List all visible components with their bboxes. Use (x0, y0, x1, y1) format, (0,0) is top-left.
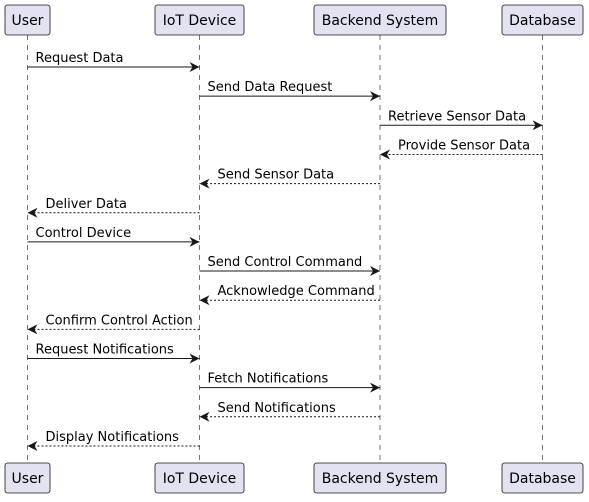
message-label: Request Notifications (36, 343, 175, 358)
participants-top: User IoT Device Backend System Database (4, 4, 584, 36)
message-label: Control Device (36, 226, 132, 241)
participant-box (313, 4, 447, 36)
participant-box (501, 462, 584, 494)
message: Send Sensor Data (199, 168, 380, 189)
message: Provide Sensor Data (380, 138, 543, 160)
message: Fetch Notifications (199, 372, 380, 393)
participant-iot-top: IoT Device (154, 4, 245, 36)
participant-user-top: User (4, 4, 51, 36)
message-label: Retrieve Sensor Data (388, 109, 526, 124)
participant-label: User (12, 471, 44, 487)
participant-backend-top: Backend System (313, 4, 447, 36)
participant-label: Backend System (322, 13, 439, 29)
participants-bottom: User IoT Device Backend System Database (4, 462, 584, 494)
message: Retrieve Sensor Data (380, 109, 543, 131)
participant-box (4, 462, 51, 494)
message-label: Fetch Notifications (208, 372, 329, 387)
participant-box (4, 4, 51, 36)
participant-iot-bottom: IoT Device (154, 462, 245, 494)
message: Send Data Request (199, 80, 380, 102)
message-label: Request Data (36, 51, 124, 66)
participant-db-bottom: Database (501, 462, 584, 494)
participant-db-top: Database (501, 4, 584, 36)
participant-label: IoT Device (163, 13, 237, 29)
participant-box (154, 4, 245, 36)
message-label: Send Control Command (208, 255, 363, 270)
message: Control Device (27, 226, 200, 247)
message-label: Display Notifications (46, 430, 180, 445)
message-label: Send Sensor Data (218, 168, 335, 183)
participant-box (154, 462, 245, 494)
message: Send Notifications (199, 401, 380, 422)
message: Display Notifications (27, 430, 200, 451)
participant-box (501, 4, 584, 36)
message-label: Send Notifications (218, 401, 336, 416)
message: Confirm Control Action (27, 313, 200, 335)
participant-user-bottom: User (4, 462, 51, 494)
message-label: Confirm Control Action (46, 313, 193, 328)
participant-backend-bottom: Backend System (313, 462, 447, 494)
participant-label: IoT Device (163, 471, 237, 487)
participant-label: Backend System (322, 471, 439, 487)
participant-label: User (12, 13, 44, 29)
participant-box (313, 462, 447, 494)
message-label: Send Data Request (208, 80, 333, 95)
message: Request Notifications (27, 343, 200, 364)
lifelines (27, 35, 543, 463)
message: Deliver Data (27, 197, 200, 218)
participant-label: Database (509, 13, 576, 29)
message-label: Deliver Data (46, 197, 127, 212)
message-label: Provide Sensor Data (398, 138, 530, 153)
message: Acknowledge Command (199, 284, 380, 306)
message-label: Acknowledge Command (218, 284, 375, 299)
message: Send Control Command (199, 255, 380, 277)
participant-label: Database (509, 471, 576, 487)
message: Request Data (27, 51, 200, 72)
